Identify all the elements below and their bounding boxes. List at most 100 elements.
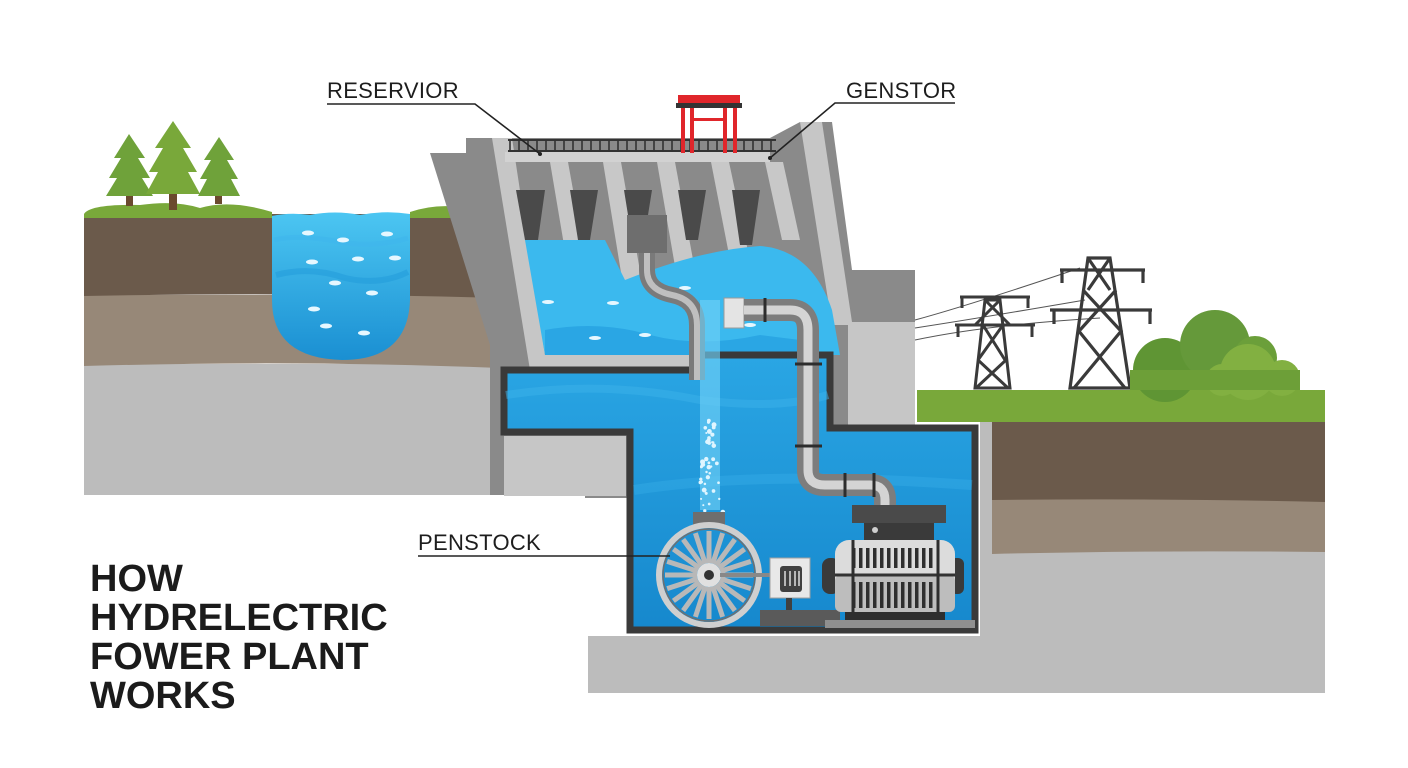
turbine-spoke: [719, 576, 752, 591]
bubble: [706, 418, 711, 423]
vent-slot: [908, 548, 912, 568]
turbine-spoke: [717, 547, 747, 570]
turbine-spoke: [714, 537, 737, 567]
power-lines: [914, 267, 1101, 341]
bushes: [1130, 310, 1300, 402]
generator-label: GENSTOR: [846, 78, 957, 103]
turbine-spoke: [666, 559, 699, 574]
dam-deck: [505, 152, 770, 162]
bubble: [705, 439, 710, 445]
turbine-spoke: [693, 532, 708, 565]
turbine-spoke: [710, 585, 725, 618]
soil-lower-right: [992, 499, 1325, 554]
dam-railing: [508, 139, 776, 152]
bedrock-left: [84, 364, 504, 495]
tree: [106, 134, 153, 206]
vent-slot: [894, 548, 898, 568]
bubble: [711, 457, 716, 462]
bubble: [705, 470, 708, 474]
bubble: [711, 422, 717, 428]
vent-slot: [873, 548, 877, 568]
falling-water-column: [700, 300, 720, 510]
lake-ripples: [302, 230, 401, 336]
turbine: [656, 512, 770, 628]
soil-upper-right: [992, 422, 1325, 502]
vent-slot: [901, 582, 905, 608]
diagram-title: HOW HYDRELECTRIC FOWER PLANT WORKS: [90, 560, 388, 716]
trees: [106, 121, 240, 210]
grass-left: [84, 203, 272, 218]
vent-slot: [859, 582, 863, 608]
vent-slot: [929, 548, 933, 568]
turbine-spoke: [719, 559, 752, 574]
right-ground: [917, 390, 1325, 554]
title-line: WORKS: [90, 675, 236, 717]
generator: [822, 505, 975, 628]
vent-slot: [929, 582, 933, 608]
bubble: [707, 502, 711, 506]
bubble: [705, 431, 708, 434]
tree: [146, 121, 200, 210]
turbine-spoke: [693, 585, 708, 618]
reservoir-label: RESERVIOR: [327, 78, 459, 103]
vent-slot: [887, 548, 891, 568]
dam-right-slope: [800, 122, 915, 498]
bubble: [712, 441, 715, 444]
title-line: FOWER PLANT: [90, 636, 369, 678]
bubble: [708, 471, 711, 475]
bubble: [700, 497, 703, 500]
bubble: [706, 429, 712, 434]
bubble: [700, 464, 704, 468]
tree: [198, 137, 240, 204]
generator-leader: [769, 102, 955, 159]
turbine-spoke: [666, 576, 699, 591]
spillway-gates: [516, 190, 760, 245]
vent-slot: [880, 582, 884, 608]
bubble: [717, 481, 720, 485]
bubble: [701, 487, 707, 493]
leader-lines: [327, 102, 955, 557]
bubble: [718, 497, 721, 501]
title-line: HOW: [90, 558, 183, 600]
lake-water: [272, 212, 410, 360]
title-line: HYDRELECTRIC: [90, 597, 388, 639]
bubble: [699, 477, 703, 481]
penstock-pipe: [627, 215, 896, 515]
turbine-spoke: [671, 547, 701, 570]
vent-slot: [859, 548, 863, 568]
vent-slot: [873, 582, 877, 608]
vent-slot: [908, 582, 912, 608]
bubble: [704, 456, 709, 462]
vent-slot: [866, 582, 870, 608]
vent-slot: [866, 548, 870, 568]
reservoir-leader: [327, 103, 541, 155]
bubble: [710, 432, 715, 437]
bubble: [711, 443, 717, 448]
vent-slot: [922, 582, 926, 608]
bubble: [704, 491, 708, 495]
turbine-spoke: [710, 532, 725, 565]
bubble: [706, 464, 712, 470]
vent-slot: [915, 548, 919, 568]
transmission-tower: [1050, 256, 1152, 390]
bubble: [711, 489, 716, 493]
lake-wave: [275, 268, 410, 284]
vent-slot: [922, 548, 926, 568]
bubble: [707, 461, 711, 465]
control-box: [760, 557, 840, 626]
vent-slot: [887, 582, 891, 608]
turbine-spoke: [681, 583, 704, 613]
bubble: [703, 482, 707, 486]
turbine-spoke: [671, 580, 701, 603]
bubble: [714, 461, 719, 466]
penstock-label: PENSTOCK: [418, 530, 542, 555]
bubble: [712, 426, 716, 429]
transmission-tower: [955, 295, 1035, 390]
bubble: [705, 475, 711, 480]
vent-slot: [901, 548, 905, 568]
gantry-crane: [676, 95, 742, 153]
turbine-spoke: [714, 583, 737, 613]
vent-slot: [915, 582, 919, 608]
bubble: [703, 425, 708, 430]
